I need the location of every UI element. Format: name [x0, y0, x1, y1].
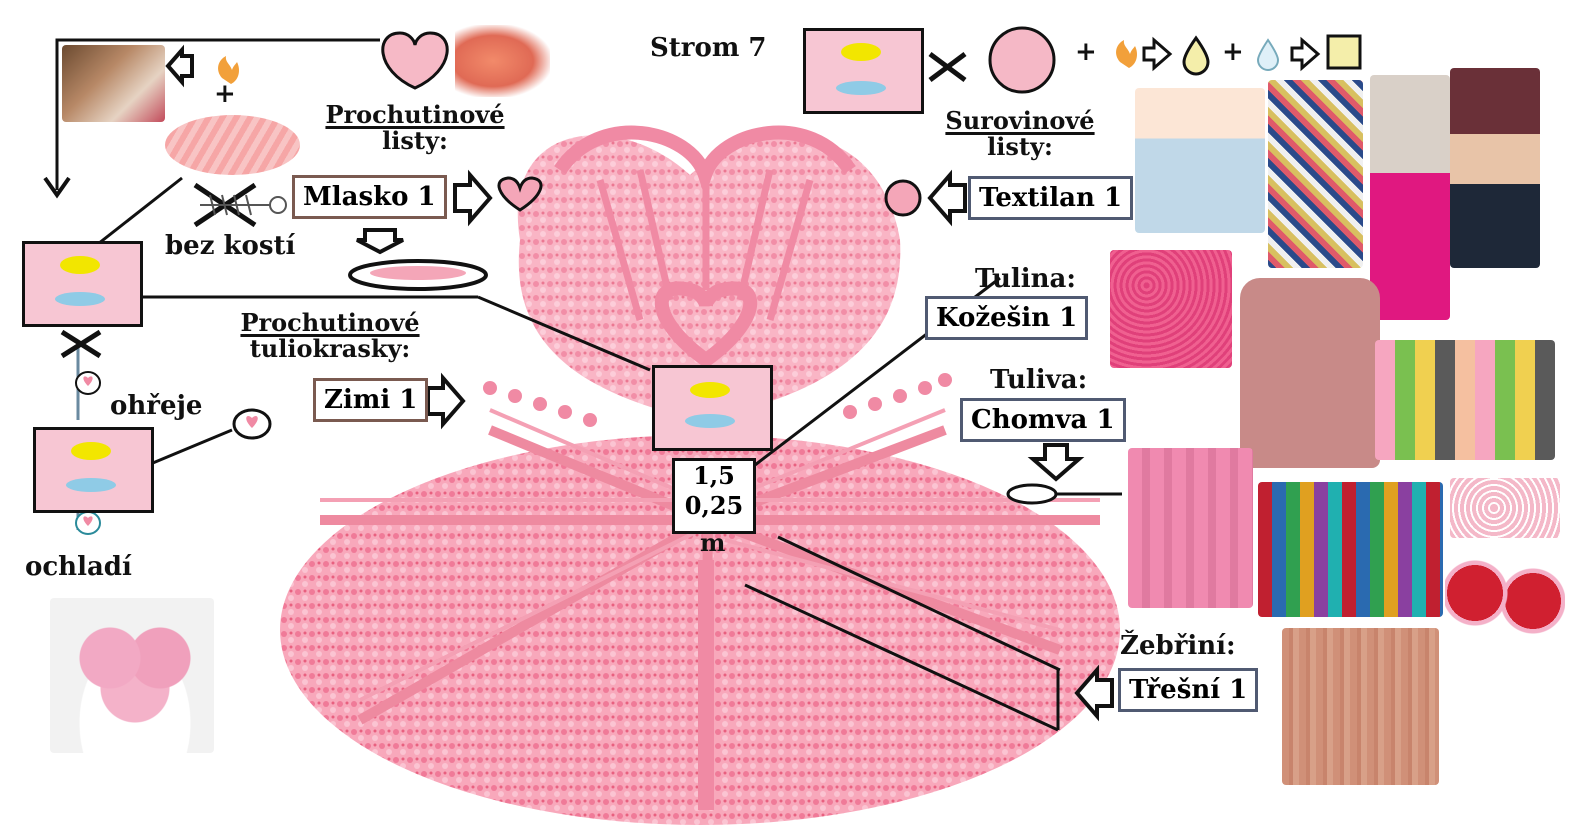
raw-fish-fillet-photo [165, 115, 300, 175]
right-arrow-icon [1142, 36, 1173, 72]
plus-sign-1: + [1075, 37, 1097, 67]
fleece-coat-photo [1240, 278, 1380, 468]
colorful-yarn-photo [1258, 482, 1443, 617]
heart-leaf-icon [497, 176, 543, 212]
ice-cream-photo [50, 598, 214, 753]
fish-bone-icon [200, 194, 287, 216]
cools-label: ochladí [25, 552, 132, 582]
tulina-box: Kožešin 1 [925, 296, 1089, 340]
thread-skeins-photo [1128, 448, 1253, 608]
right-arrow-icon [426, 169, 493, 430]
zebrini-heading: Žebřiní: [1120, 631, 1236, 661]
flavor-leaves-heading: Prochutinové listy: [300, 100, 530, 156]
flavor-leaves-box: Mlasko 1 [292, 175, 447, 219]
tuliva-heading: Tuliva: [990, 365, 1088, 395]
water-drop-icon [1256, 38, 1280, 71]
pink-skirt-photo [1370, 75, 1450, 320]
flame-icon [218, 56, 239, 84]
heats-label: ohřeje [110, 391, 203, 421]
cherry-wood-photo [1282, 628, 1439, 785]
flavor-flowers-heading-line2: tuliokrasky: [249, 334, 411, 364]
down-arrow-icon [356, 228, 1085, 482]
tree-thumbnail-top [803, 28, 924, 114]
raw-leaves-heading: Surovinové listy: [915, 106, 1125, 162]
dimensions-box: 1,5 0,25 [672, 458, 756, 534]
drop-icon [1182, 35, 1210, 76]
flavor-leaves-heading-line2: listy: [382, 126, 448, 156]
tulina-heading: Tulina: [975, 264, 1076, 294]
tuna-steak-photo [455, 25, 550, 97]
pink-fur-photo [1110, 250, 1232, 368]
flavor-flowers-heading-line1: Prochutinové [240, 308, 420, 337]
dimension-unit: m [700, 528, 726, 557]
raw-leaves-box: Textilan 1 [968, 176, 1134, 220]
sequin-dress-photo [1268, 80, 1363, 268]
tree-thumbnail-heat [33, 427, 154, 513]
crochet-coasters-photo [1445, 545, 1565, 640]
flavor-leaves-heading-line1: Prochutinové [325, 100, 505, 129]
tuliva-box: Chomva 1 [960, 398, 1126, 442]
formula-row [218, 26, 1362, 94]
slippers-photo [1375, 340, 1555, 460]
raw-leaf-icon [884, 179, 922, 217]
plus-sign-2: + [1222, 37, 1244, 67]
tree-trunk [698, 560, 714, 810]
crochet-baby-shoes-photo [1450, 478, 1560, 538]
jacket-photos [1450, 68, 1540, 268]
raw-leaves-heading-line2: listy: [987, 132, 1053, 162]
dimension-height: 1,5 [693, 461, 735, 490]
raw-leaves-heading-line1: Surovinové [945, 106, 1095, 135]
flame-icon [1116, 40, 1137, 68]
right-arrow-icon [1290, 36, 1321, 72]
square-swatch-icon [1326, 34, 1362, 70]
flavor-flowers-box: Zimi 1 [313, 378, 429, 422]
thread-loop-icon [1006, 483, 1058, 505]
left-arrow-icon [165, 44, 1114, 722]
down-arrow-icon [43, 176, 71, 199]
tree-thumbnail-center [652, 365, 773, 451]
seared-tuna-photo [62, 45, 165, 122]
zebrini-box: Třešní 1 [1118, 668, 1259, 712]
tree-thumbnail-left [22, 241, 143, 327]
plus-sign: + [214, 79, 236, 109]
dimension-width: 0,25 [684, 491, 744, 520]
no-bones-label: bez kostí [165, 231, 296, 261]
heart-ornament [654, 281, 758, 369]
pink-leaf-icon [988, 26, 1056, 94]
flavor-flowers-heading: Prochutinové tuliokrasky: [205, 308, 455, 364]
heart-leaf-icon [381, 31, 449, 90]
spray-can-photo [1135, 88, 1265, 233]
tree-title: Strom 7 [650, 33, 767, 63]
